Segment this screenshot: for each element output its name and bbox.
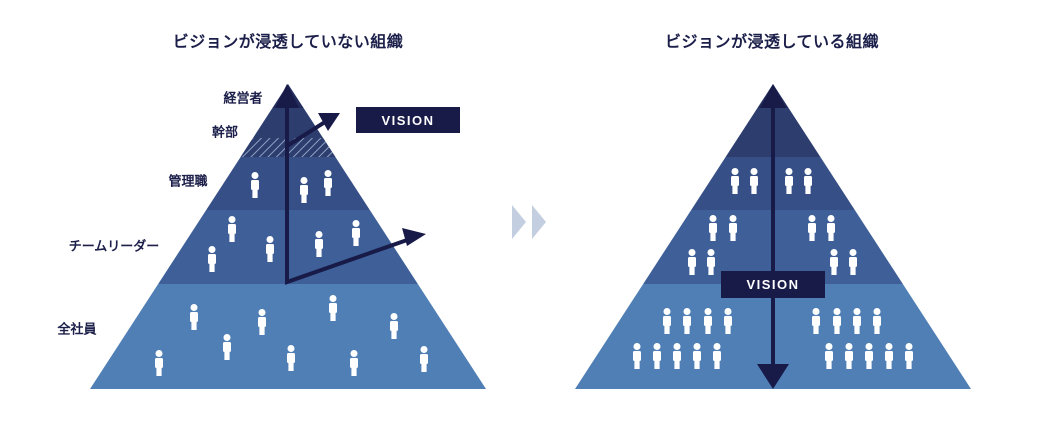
person-icon	[825, 343, 833, 369]
person-icon	[266, 236, 274, 262]
person-icon	[709, 215, 717, 241]
left-diagram-title: ビジョンが浸透していない組織	[172, 32, 404, 51]
person-icon	[830, 249, 838, 275]
people-figures	[155, 168, 913, 376]
person-icon	[865, 343, 873, 369]
person-icon	[812, 308, 820, 334]
person-icon	[223, 334, 231, 360]
person-icon	[390, 313, 398, 339]
person-icon	[845, 343, 853, 369]
person-icon	[833, 308, 841, 334]
person-icon	[190, 304, 198, 330]
person-icon	[352, 220, 360, 246]
person-icon	[905, 343, 913, 369]
transition-chevrons	[512, 205, 546, 239]
level-label-senior-staff: 幹部	[211, 125, 239, 141]
chevron-right-icon	[532, 205, 546, 239]
left-up-arrowhead-icon	[275, 84, 299, 108]
person-icon	[804, 168, 812, 194]
person-icon	[228, 216, 236, 242]
left-branch-arrow-line	[285, 120, 327, 148]
person-icon	[785, 168, 793, 194]
person-icon	[707, 249, 715, 275]
right-down-arrowhead-icon	[757, 364, 789, 389]
person-icon	[208, 246, 216, 272]
person-icon	[704, 308, 712, 334]
person-icon	[750, 168, 758, 194]
person-icon	[663, 308, 671, 334]
person-icon	[885, 343, 893, 369]
level-label-team-leader: チームリーダー	[68, 239, 160, 255]
left-branch-arrowhead-icon	[318, 113, 340, 131]
person-icon	[724, 308, 732, 334]
person-icon	[731, 168, 739, 194]
person-icon	[827, 215, 835, 241]
person-icon	[329, 295, 337, 321]
person-icon	[300, 177, 308, 203]
person-icon	[258, 309, 266, 335]
person-icon	[808, 215, 816, 241]
right-diagram-title: ビジョンが浸透している組織	[664, 32, 880, 51]
person-icon	[713, 343, 721, 369]
chevron-right-icon	[512, 205, 526, 239]
left-arrows	[275, 84, 426, 285]
person-icon	[420, 346, 428, 372]
person-icon	[633, 343, 641, 369]
level-label-manager: 管理職	[168, 174, 208, 190]
person-icon	[251, 172, 259, 198]
person-icon	[688, 249, 696, 275]
person-icon	[673, 343, 681, 369]
person-icon	[849, 249, 857, 275]
left-vision-arrow-shaft	[285, 106, 411, 285]
person-icon	[653, 343, 661, 369]
level-label-all-employees: 全社員	[57, 322, 97, 338]
person-icon	[873, 308, 881, 334]
person-icon	[729, 215, 737, 241]
person-icon	[693, 343, 701, 369]
right-up-arrowhead-icon	[760, 84, 786, 108]
person-icon	[350, 350, 358, 376]
person-icon	[315, 231, 323, 257]
left-vision-box: VISION	[356, 107, 460, 133]
left-pyramid-tier-all-employees	[90, 284, 486, 389]
right-arrow	[757, 84, 789, 389]
person-icon	[287, 345, 295, 371]
person-icon	[853, 308, 861, 334]
right-vision-box: VISION	[721, 271, 825, 298]
person-icon	[683, 308, 691, 334]
person-icon	[155, 350, 163, 376]
level-label-executive: 経営者	[223, 91, 263, 107]
left-lower-arrowhead-icon	[402, 228, 426, 246]
person-icon	[324, 170, 332, 196]
